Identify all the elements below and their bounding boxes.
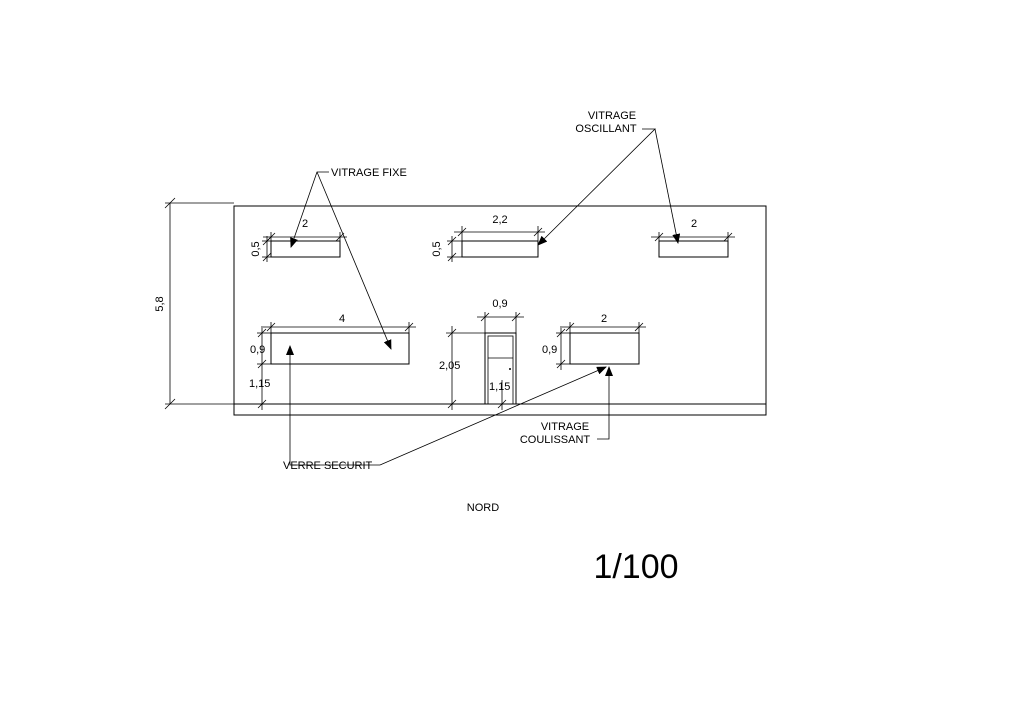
high-window-middle: 2,2 0,5 [431, 214, 545, 262]
high-window-left-width: 2 [302, 218, 308, 230]
low-window-left-height: 0,9 [250, 344, 265, 356]
label-vitrage-coulissant-1: VITRAGE [541, 421, 589, 433]
low-window-right: 2 0,9 [542, 313, 646, 370]
low-window-right-width: 2 [601, 313, 607, 325]
label-verre-securit: VERRE SECURIT [283, 460, 373, 472]
leader-vitrage-fixe: VITRAGE FIXE [290, 167, 407, 350]
high-window-right-width: 2 [691, 218, 697, 230]
door: 0,9 2,05 1,15 [439, 298, 524, 410]
low-window-left: 4 0,9 1,15 [249, 313, 416, 410]
high-window-right: 2 [651, 218, 735, 258]
leader-vitrage-coulissant: VITRAGE COULISSANT [520, 366, 613, 446]
low-window-left-width: 4 [339, 313, 345, 325]
label-vitrage-oscillant-1: VITRAGE [588, 110, 636, 122]
high-window-left: 2 0,5 [250, 218, 347, 262]
door-sill: 1,15 [489, 381, 510, 393]
low-window-left-sill: 1,15 [249, 378, 270, 390]
label-vitrage-oscillant-2: OSCILLANT [575, 123, 636, 135]
orientation-label: NORD [467, 502, 499, 514]
leader-vitrage-oscillant: VITRAGE OSCILLANT [537, 110, 681, 246]
dim-wall-height: 5,8 [154, 197, 234, 410]
scale-label: 1/100 [593, 548, 678, 586]
door-handle [509, 368, 511, 370]
label-vitrage-fixe: VITRAGE FIXE [331, 167, 407, 179]
label-vitrage-coulissant-2: COULISSANT [520, 434, 591, 446]
high-window-mid-width: 2,2 [492, 214, 507, 226]
low-window-right-height: 0,9 [542, 344, 557, 356]
high-window-mid-height: 0,5 [431, 241, 443, 256]
leader-verre-securit: VERRE SECURIT [283, 345, 607, 472]
door-height: 2,05 [439, 360, 460, 372]
wall-height-value: 5,8 [154, 296, 166, 311]
high-window-left-height: 0,5 [250, 241, 262, 256]
door-width: 0,9 [492, 298, 507, 310]
